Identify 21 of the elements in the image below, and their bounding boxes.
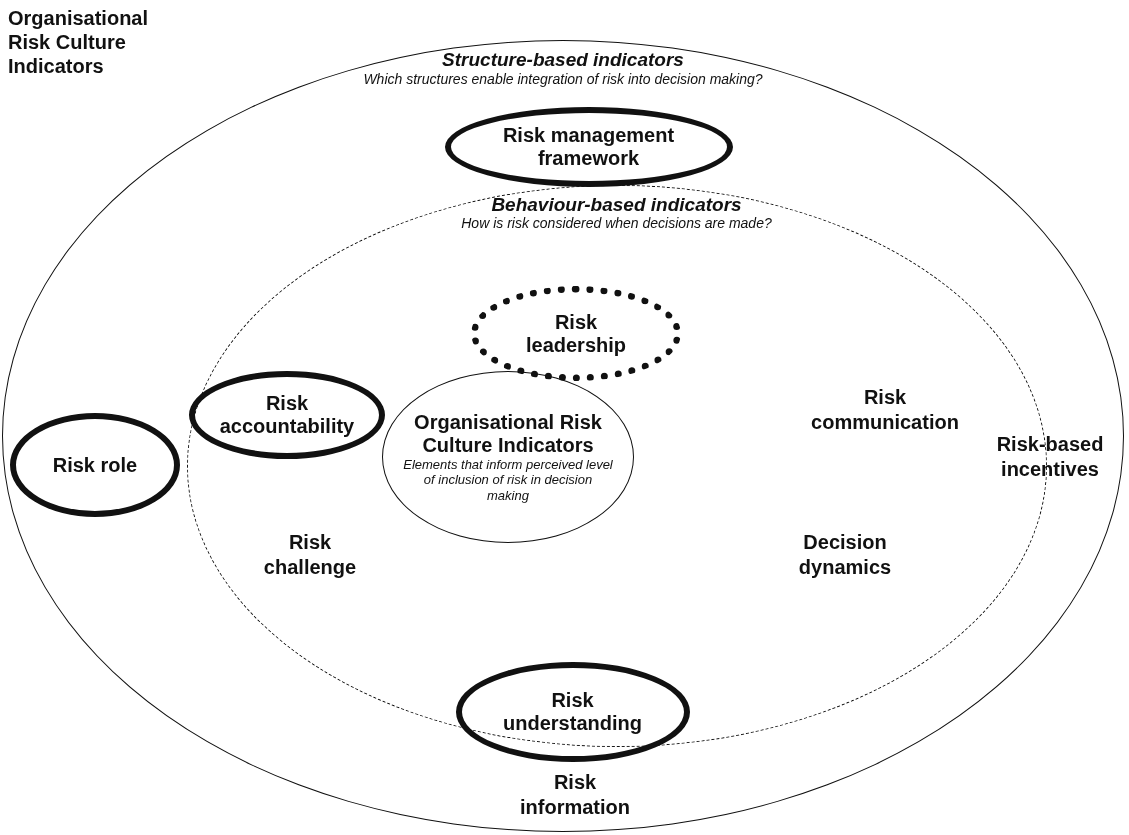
indicator-label: Risk-based incentives xyxy=(995,432,1105,482)
heading: Risk accountability xyxy=(219,392,355,438)
heading: Risk management framework xyxy=(501,123,676,170)
dotted-ellipse xyxy=(471,286,681,381)
indicator-label: Risk challenge xyxy=(262,530,358,580)
subtitle: Elements that inform perceived level of inclusion of risk in decision making xyxy=(403,456,613,504)
heading: Risk understanding xyxy=(502,688,643,735)
heading: Organisational Risk Culture Indicators xyxy=(413,410,603,457)
bold-ellipse xyxy=(444,106,733,187)
title: Organisational Risk Culture Indicators xyxy=(8,6,150,78)
bold-ellipse xyxy=(189,371,385,459)
subtitle: How is risk considered when decisions are made? xyxy=(461,215,772,233)
heading: Risk leadership xyxy=(524,310,627,357)
bold-ellipse xyxy=(455,661,690,762)
heading: Risk role xyxy=(52,453,138,477)
subtitle: Which structures enable integration of risk into decision making? xyxy=(363,70,763,88)
indicator-label: Risk information xyxy=(519,770,631,820)
indicator-label: Decision dynamics xyxy=(797,530,893,580)
heading: Structure-based indicators xyxy=(442,49,684,71)
indicator-label: Risk communication xyxy=(810,385,960,435)
heading: Behaviour-based indicators xyxy=(491,193,742,216)
